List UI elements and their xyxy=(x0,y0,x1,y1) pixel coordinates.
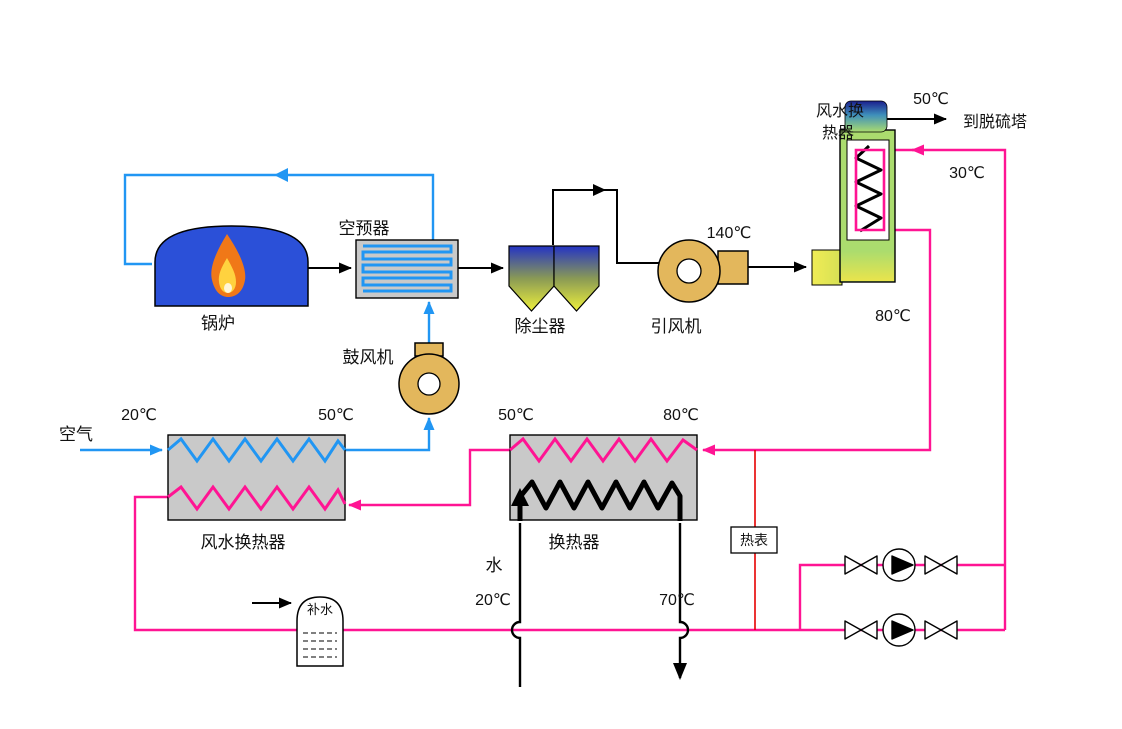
hx-gas-inlet-elbow xyxy=(811,249,843,286)
hx-gas-inlet-zone xyxy=(841,251,894,281)
valve-icon xyxy=(924,620,942,640)
water-level-lines-icon xyxy=(303,632,337,658)
air-out-temp: 50℃ xyxy=(318,407,354,424)
heat-exchanger-label: 换热器 xyxy=(549,533,600,552)
flame-inner-icon xyxy=(218,258,236,293)
bottom-return-pipe xyxy=(133,495,1005,632)
blower-group: 鼓风机 xyxy=(343,342,460,415)
valve-icon xyxy=(924,555,942,575)
fan-outlet-duct xyxy=(717,250,749,285)
pump-valve-row-1 xyxy=(844,548,958,582)
dust-to-fan-duct xyxy=(552,189,661,264)
water-supply-temp: 80℃ xyxy=(875,308,911,325)
hot-in-temp: 80℃ xyxy=(663,407,699,424)
flue-gas-water-hx-group: 风水换 热器 50℃ 到脱硫塔 30℃ 80℃ xyxy=(811,91,1027,325)
induced-fan-hub-icon xyxy=(676,258,702,284)
valve-icon xyxy=(940,555,958,575)
warm-air-to-blower-pipe xyxy=(345,417,435,452)
hx-to-airhx-pipe xyxy=(348,448,510,511)
water-return-temp: 30℃ xyxy=(949,165,985,182)
gas-outlet-destination: 到脱硫塔 xyxy=(963,113,1027,131)
dust-collector-group: 除尘器 xyxy=(508,245,600,336)
heat-meter-group: 热表 xyxy=(730,526,778,554)
valve-icon xyxy=(940,620,958,640)
cold-water-inlet-pipe xyxy=(510,523,522,687)
hx-gas-coil-icon xyxy=(854,144,883,233)
air-flow-arrow-icon xyxy=(274,168,288,182)
boiler-label: 锅炉 xyxy=(201,314,235,333)
flue-gas-pipes xyxy=(252,113,947,609)
air-preheater-box xyxy=(355,239,459,299)
heat-meter-box xyxy=(730,526,778,554)
pump-impeller-icon xyxy=(891,555,914,575)
blower-label: 鼓风机 xyxy=(343,348,394,367)
air-preheater-group: 空预器 xyxy=(339,219,459,299)
cold-water-pipes: 水 20℃ 70℃ xyxy=(475,523,695,687)
boiler-group: 锅炉 xyxy=(154,225,309,333)
valve-icon xyxy=(844,555,862,575)
air-water-hx-label: 风水换热器 xyxy=(201,533,286,552)
water-coil-icon xyxy=(167,484,347,512)
pump-valve-row-2 xyxy=(844,613,958,647)
heat-meter-label: 热表 xyxy=(740,532,768,548)
return-water-pipe xyxy=(911,144,1007,630)
cold-water-flow-arrow-icon xyxy=(511,488,529,506)
preheater-coil-icon xyxy=(361,244,453,293)
makeup-water-tank-group: 补水 xyxy=(296,596,344,667)
air-pipes xyxy=(80,168,435,456)
air-water-hx-group: 风水换热器 20℃ 50℃ 空气 xyxy=(59,407,354,552)
cold-in-temp: 20℃ xyxy=(475,592,511,609)
cold-side-coil-icon xyxy=(517,479,683,521)
cold-water-label: 水 xyxy=(486,556,503,575)
preheated-air-to-boiler-pipe xyxy=(123,173,435,266)
gas-flow-arrow-icon xyxy=(593,184,606,196)
hx-inner-vessel xyxy=(846,139,890,241)
valve-icon xyxy=(860,555,878,575)
makeup-water-label: 补水 xyxy=(307,602,333,617)
dust-collector-cell xyxy=(508,245,555,312)
induced-draft-fan-label: 引风机 xyxy=(651,317,702,336)
air-in-temp: 20℃ xyxy=(121,407,157,424)
dust-collector-label: 除尘器 xyxy=(515,317,566,336)
supply-water-pipe xyxy=(702,228,932,456)
air-coil-icon xyxy=(167,436,347,464)
hot-side-coil-icon xyxy=(509,436,698,464)
pump-impeller-icon xyxy=(891,620,914,640)
air-inlet-label: 空气 xyxy=(59,425,93,444)
hx-gas-outlet-zone xyxy=(844,100,888,133)
air-preheater-label: 空预器 xyxy=(339,219,390,238)
hot-water-outlet-pipe xyxy=(673,523,690,680)
flue-gas-water-hx-label-line1: 风水换 xyxy=(816,102,864,120)
gas-outlet-temp: 50℃ xyxy=(913,91,949,108)
dust-collector-cell xyxy=(553,245,600,312)
valve-icon xyxy=(844,620,862,640)
induced-draft-fan-group: 引风机 140℃ xyxy=(651,225,752,336)
flame-core-icon xyxy=(224,283,232,293)
hot-out-temp: 50℃ xyxy=(498,407,534,424)
hx-water-coil-icon xyxy=(854,148,886,232)
fan-outlet-temp: 140℃ xyxy=(707,225,752,242)
flue-gas-water-hx-label-line2: 热器 xyxy=(822,124,854,142)
heat-exchanger-group: 换热器 50℃ 80℃ xyxy=(498,407,699,552)
valve-icon xyxy=(860,620,878,640)
cold-out-temp: 70℃ xyxy=(659,592,695,609)
blower-hub-icon xyxy=(417,372,441,396)
